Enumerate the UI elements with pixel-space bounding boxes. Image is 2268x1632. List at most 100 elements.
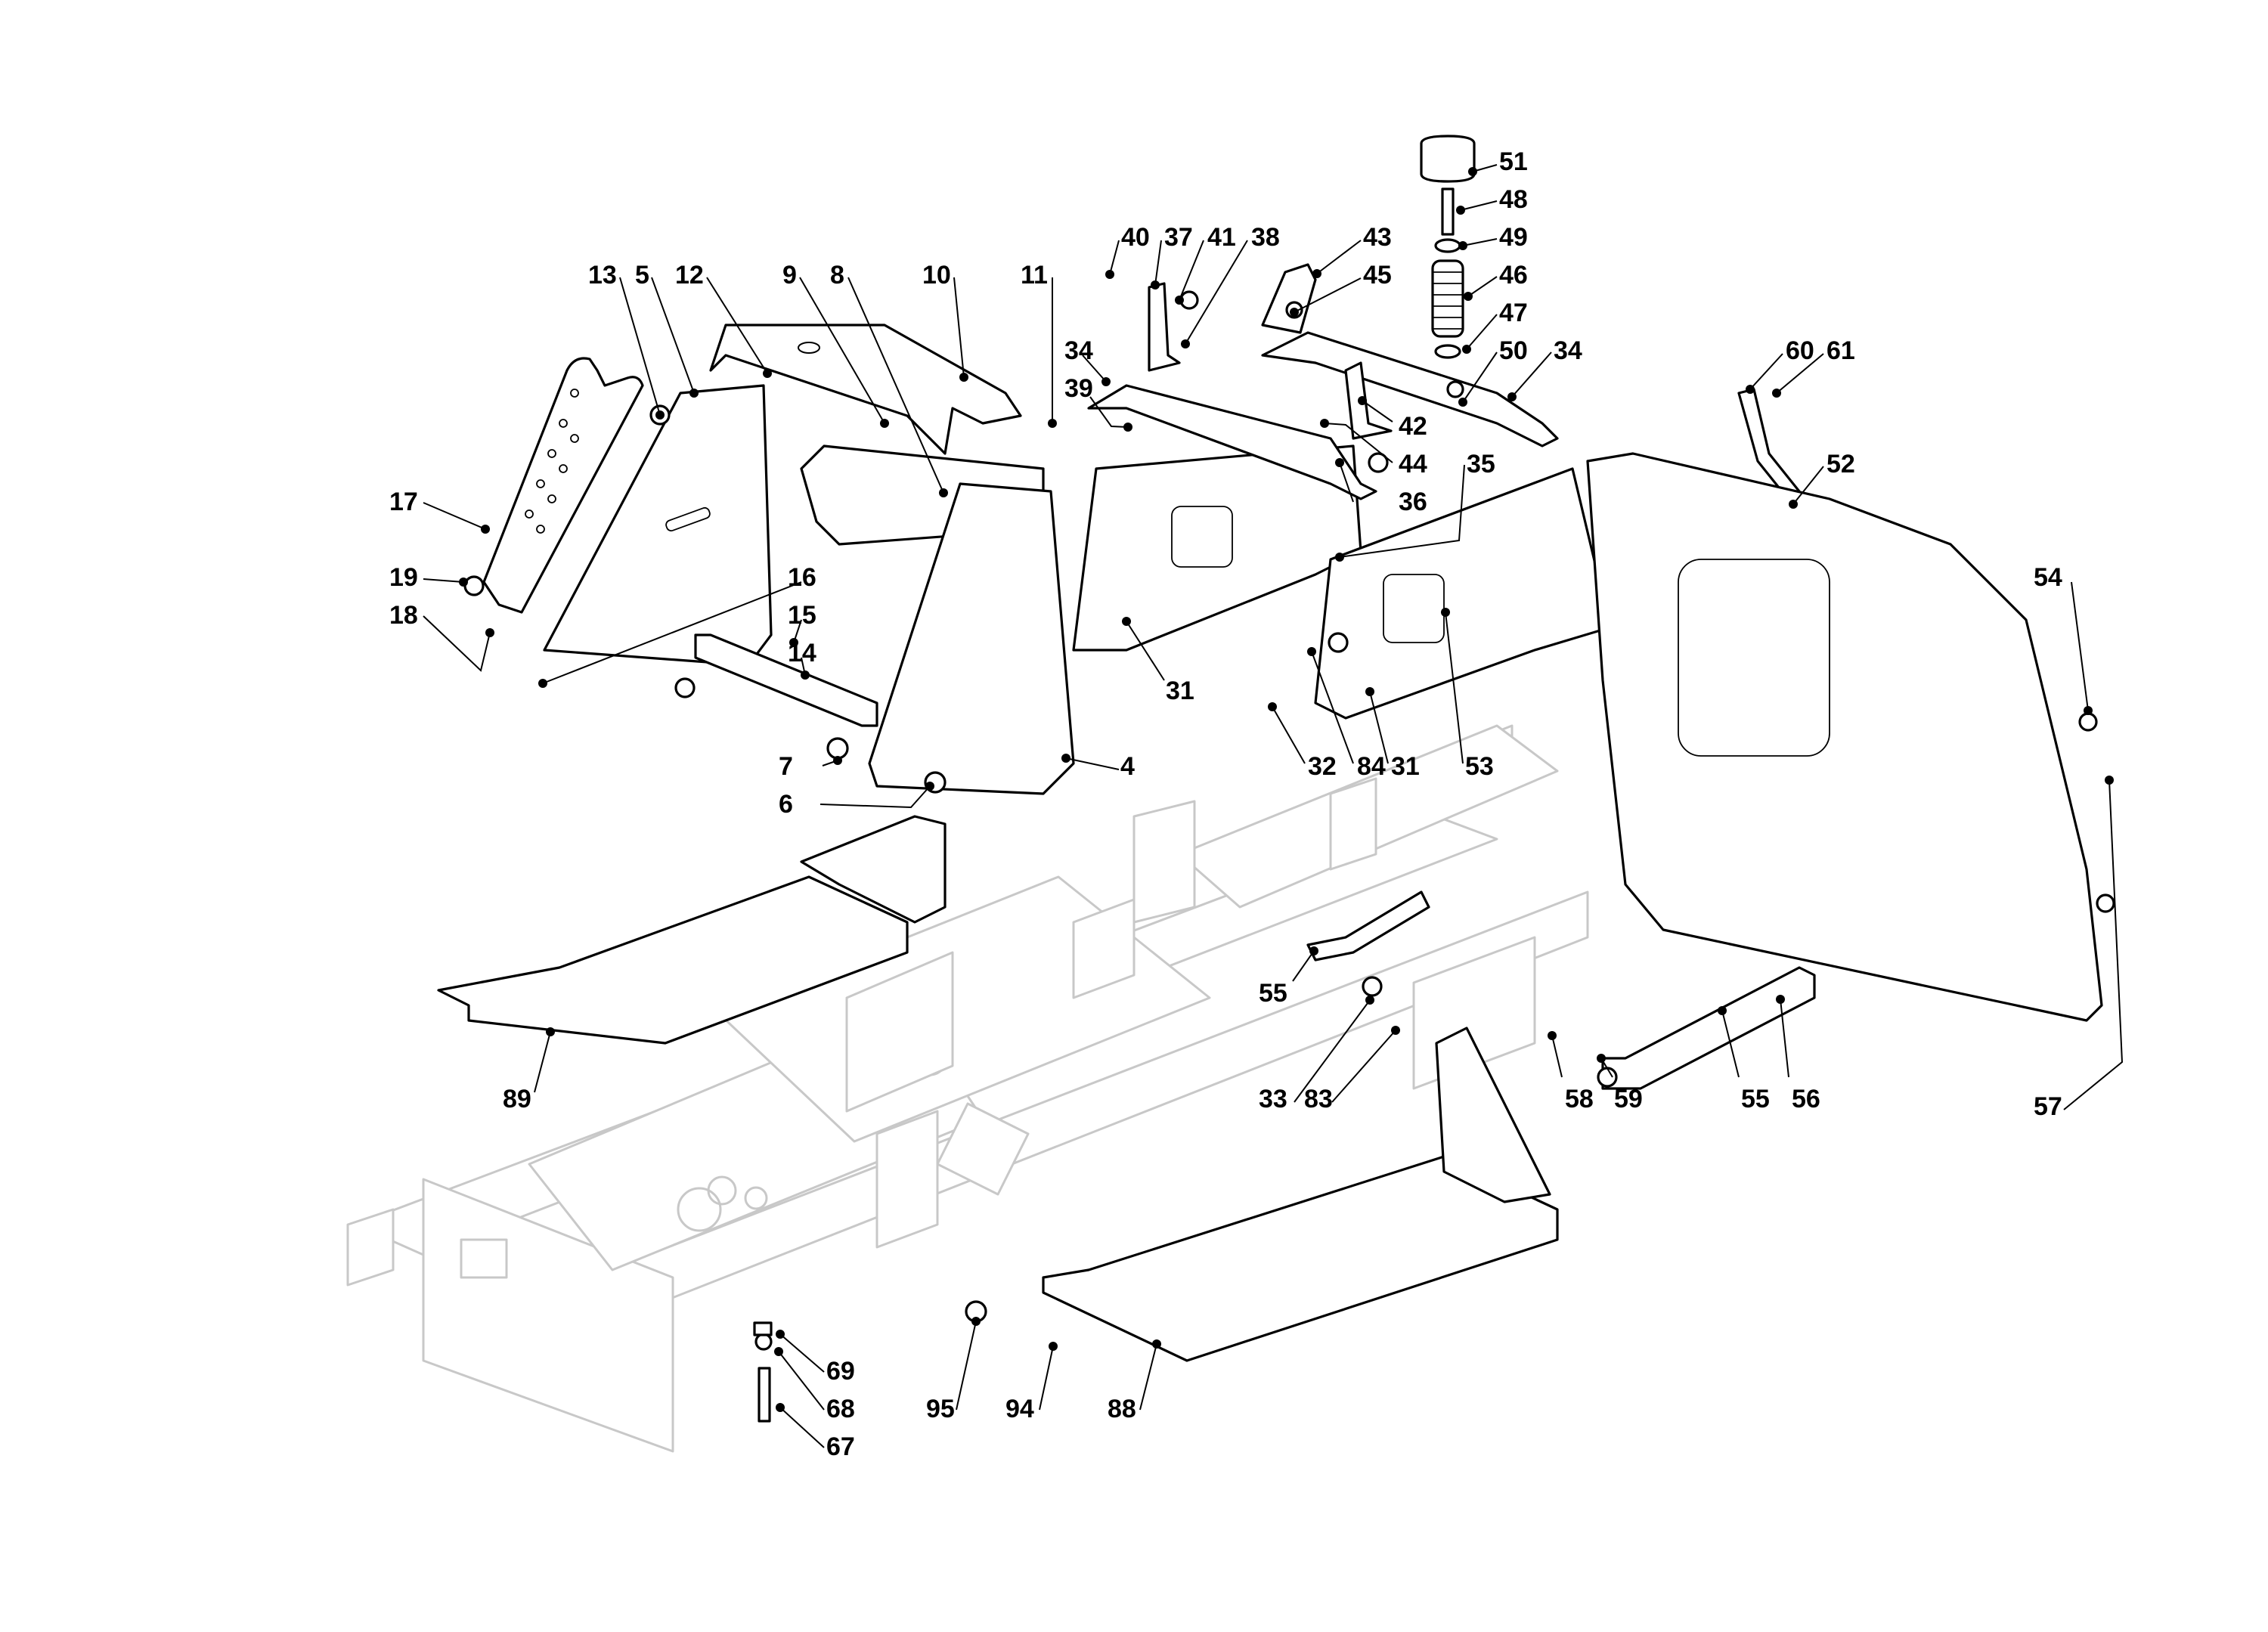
- svg-text:54: 54: [2034, 563, 2062, 592]
- callout-38: 38: [1181, 223, 1280, 348]
- callout-88: 88: [1108, 1339, 1161, 1423]
- callout-44: 44: [1320, 419, 1427, 478]
- svg-text:60: 60: [1786, 336, 1814, 365]
- svg-text:44: 44: [1399, 450, 1427, 478]
- callout-94: 94: [1005, 1342, 1058, 1423]
- callout-7: 7: [779, 752, 842, 781]
- callout-45: 45: [1290, 261, 1392, 317]
- callout-34-left: 34: [1064, 336, 1111, 386]
- svg-text:48: 48: [1499, 185, 1528, 214]
- bolt-67: [758, 1367, 771, 1423]
- nut-19: [463, 575, 485, 596]
- nut-84: [1328, 632, 1349, 653]
- callout-68: 68: [774, 1347, 855, 1423]
- part-55-bracket-lower: [1601, 966, 1816, 1090]
- svg-text:34: 34: [1064, 336, 1093, 365]
- callout-52: 52: [1789, 450, 1855, 509]
- svg-text:61: 61: [1826, 336, 1855, 365]
- callout-12: 12: [675, 261, 772, 378]
- callout-67: 67: [776, 1403, 855, 1461]
- callout-5: 5: [635, 261, 699, 398]
- svg-text:84: 84: [1357, 752, 1386, 781]
- svg-text:88: 88: [1108, 1395, 1136, 1423]
- part-89-left-footboard: [437, 815, 947, 1045]
- callout-34-right: 34: [1507, 336, 1582, 401]
- callout-40: 40: [1105, 223, 1150, 279]
- callout-13: 13: [588, 261, 665, 420]
- chassis-frame-ghost: [346, 724, 1589, 1453]
- svg-text:55: 55: [1741, 1085, 1770, 1113]
- callout-47: 47: [1462, 299, 1528, 354]
- svg-text:7: 7: [779, 752, 793, 781]
- callout-51: 51: [1468, 147, 1528, 176]
- callout-59: 59: [1597, 1054, 1643, 1113]
- svg-text:42: 42: [1399, 412, 1427, 441]
- svg-text:40: 40: [1121, 223, 1150, 252]
- callout-36: 36: [1335, 458, 1427, 516]
- part-88-right-footboard: [1042, 1027, 1559, 1362]
- callout-10: 10: [922, 261, 968, 382]
- svg-text:45: 45: [1363, 261, 1392, 290]
- callout-56: 56: [1776, 995, 1820, 1113]
- callout-53: 53: [1441, 608, 1494, 781]
- callout-43: 43: [1312, 223, 1392, 278]
- svg-text:15: 15: [788, 601, 816, 630]
- callout-83: 83: [1304, 1026, 1400, 1113]
- callout-55-upper: 55: [1259, 946, 1318, 1008]
- svg-text:43: 43: [1363, 223, 1392, 252]
- nut-57: [2096, 893, 2115, 913]
- svg-text:19: 19: [389, 563, 418, 592]
- callout-15: 15: [788, 601, 816, 647]
- svg-text:33: 33: [1259, 1085, 1287, 1113]
- svg-text:49: 49: [1499, 223, 1528, 252]
- fasteners: [463, 290, 2115, 1423]
- callout-50: 50: [1458, 336, 1528, 407]
- svg-text:13: 13: [588, 261, 617, 290]
- nut-16: [674, 677, 696, 698]
- callout-57: 57: [2034, 776, 2124, 1121]
- svg-text:38: 38: [1251, 223, 1280, 252]
- svg-text:95: 95: [926, 1395, 955, 1423]
- part-31-right-panel: [1314, 467, 1612, 720]
- callout-11: 11: [1021, 261, 1057, 428]
- svg-text:57: 57: [2034, 1092, 2062, 1121]
- callout-49: 49: [1458, 223, 1528, 252]
- callouts: 13 5 12 9 8 10 11 40 37 41 38 43 45 51 4…: [389, 147, 2124, 1461]
- part-34-support-bar-left: [1087, 384, 1377, 500]
- callout-60: 60: [1746, 336, 1814, 394]
- nut-54: [2078, 712, 2098, 732]
- part-43-bracket: [1261, 263, 1317, 334]
- part-17-side-panel: [482, 357, 644, 614]
- part-34-support-bar-right: [1261, 331, 1559, 447]
- callout-54: 54: [2034, 563, 2093, 715]
- svg-text:39: 39: [1064, 374, 1093, 403]
- part-51-cap: [1420, 135, 1476, 183]
- callout-84: 84: [1307, 647, 1386, 781]
- svg-text:16: 16: [788, 563, 816, 592]
- svg-text:36: 36: [1399, 488, 1427, 516]
- svg-text:58: 58: [1565, 1085, 1594, 1113]
- washer-68: [754, 1333, 773, 1351]
- svg-text:10: 10: [922, 261, 951, 290]
- svg-text:83: 83: [1304, 1085, 1333, 1113]
- callout-48: 48: [1456, 185, 1528, 215]
- part-46-spring: [1431, 259, 1464, 338]
- svg-text:47: 47: [1499, 299, 1528, 327]
- part-52-rear-panel: [1586, 452, 2103, 1022]
- svg-text:8: 8: [830, 261, 844, 290]
- svg-text:34: 34: [1554, 336, 1582, 365]
- nut-59: [1597, 1067, 1618, 1088]
- svg-text:18: 18: [389, 601, 418, 630]
- callout-69: 69: [776, 1330, 855, 1386]
- nut-50: [1446, 380, 1464, 398]
- callout-33: 33: [1259, 996, 1374, 1113]
- part-49-washer: [1434, 238, 1461, 253]
- nut-7: [826, 737, 849, 760]
- callout-16: 16: [538, 563, 816, 688]
- nut-44: [1368, 452, 1389, 473]
- svg-text:59: 59: [1614, 1085, 1643, 1113]
- svg-text:56: 56: [1792, 1085, 1820, 1113]
- square-nut-69: [753, 1321, 773, 1336]
- part-55-bracket-upper: [1306, 890, 1430, 962]
- callout-9: 9: [782, 261, 889, 428]
